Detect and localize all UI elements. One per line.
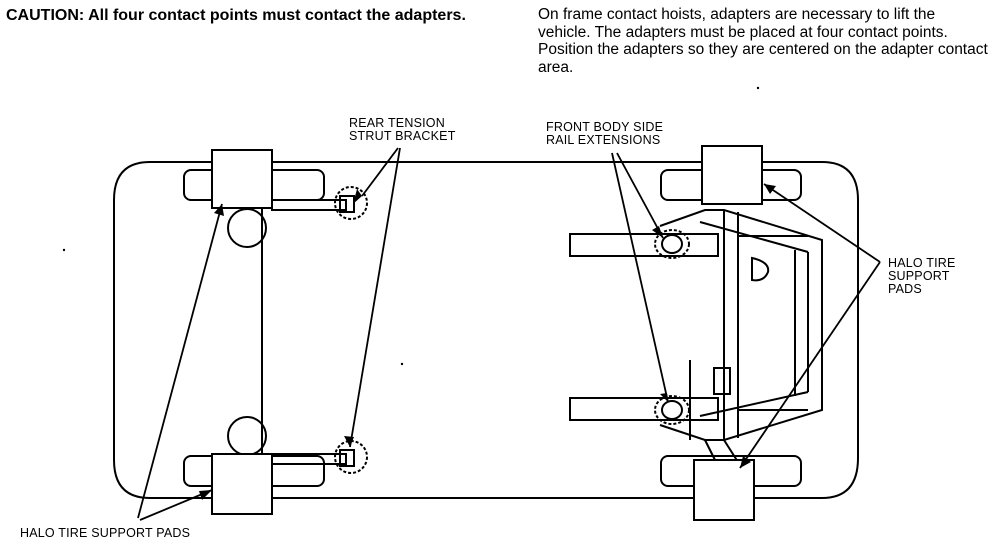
rear-bracket-circle-upper [334, 186, 368, 220]
label-rear-tension-strut-bracket: REAR TENSION STRUT BRACKET [349, 116, 456, 143]
rear-bracket-circle-lower [334, 440, 368, 474]
front-extension-circle-upper [654, 229, 690, 259]
label-halo-tire-support-pads-right: HALO TIRE SUPPORT PADS [888, 256, 956, 296]
hoist-note: On frame contact hoists, adapters are ne… [538, 6, 988, 76]
rear-lower-circle [227, 416, 267, 456]
halo-pad-front-left [701, 145, 763, 205]
front-subframe [659, 209, 823, 441]
halo-pad-front-right [693, 459, 755, 521]
halo-pad-rear-right [211, 453, 273, 515]
vehicle-body-outline [113, 161, 859, 499]
label-halo-tire-support-pads-bottom: HALO TIRE SUPPORT PADS [20, 526, 191, 540]
label-front-body-side-rail-extensions: FRONT BODY SIDE RAIL EXTENSIONS [546, 120, 664, 147]
caution-text: CAUTION: All four contact points must co… [6, 7, 466, 24]
rear-upper-circle [227, 208, 267, 248]
front-rail-upper [569, 233, 719, 257]
front-rail-lower [569, 397, 719, 421]
halo-pad-rear-left [211, 149, 273, 209]
